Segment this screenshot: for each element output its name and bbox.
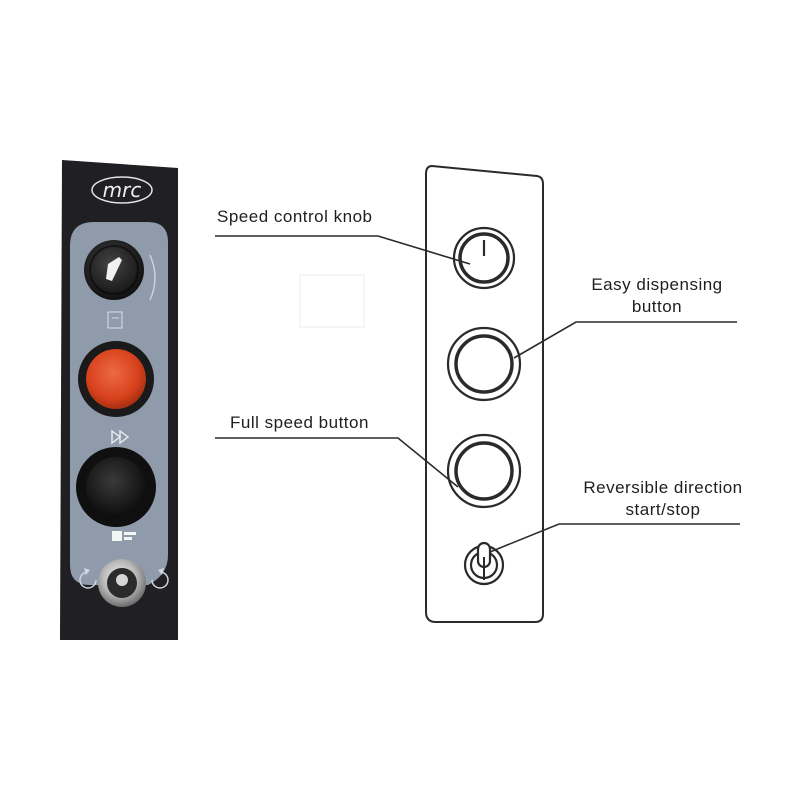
leader-dispense <box>513 321 737 359</box>
label-easy-dispensing: Easy dispensing button <box>572 274 742 318</box>
schematic-speed-knob <box>452 226 516 290</box>
schematic <box>215 164 740 623</box>
dispense-mode-icon <box>107 311 123 329</box>
schematic-dispense-button <box>446 326 522 402</box>
schematic-toggle <box>463 541 505 586</box>
scan-artifact <box>299 274 365 328</box>
label-reversible-line1: Reversible direction <box>583 478 743 497</box>
speed-knob[interactable] <box>84 240 144 300</box>
rotate-right-icon <box>151 568 169 589</box>
label-easy-dispensing-line1: Easy dispensing <box>591 275 723 294</box>
schematic-panel-outline <box>425 164 544 623</box>
device-photo: mrc <box>60 160 178 640</box>
rotate-left-icon <box>79 568 97 589</box>
label-speed-control-knob: Speed control knob <box>217 207 373 226</box>
label-full-speed-button: Full speed button <box>230 413 369 432</box>
easy-dispense-red-button[interactable] <box>78 341 154 417</box>
label-easy-dispensing-line2: button <box>631 297 683 316</box>
fast-forward-icon <box>111 429 130 445</box>
reverse-toggle-switch[interactable] <box>98 559 146 607</box>
label-reversible-line2: start/stop <box>625 500 701 519</box>
speed-scale-mark <box>149 254 156 301</box>
leader-speed-knob <box>215 235 471 265</box>
reverse-mode-indicator-icon <box>112 531 136 541</box>
full-speed-black-button[interactable] <box>76 447 156 527</box>
label-reversible-direction: Reversible direction start/stop <box>573 477 753 521</box>
mrc-logo: mrc <box>91 176 153 204</box>
leader-full-speed <box>215 437 459 488</box>
schematic-full-speed-button <box>446 433 522 509</box>
leader-reverse <box>489 523 740 553</box>
mrc-logo-text: mrc <box>103 178 142 202</box>
